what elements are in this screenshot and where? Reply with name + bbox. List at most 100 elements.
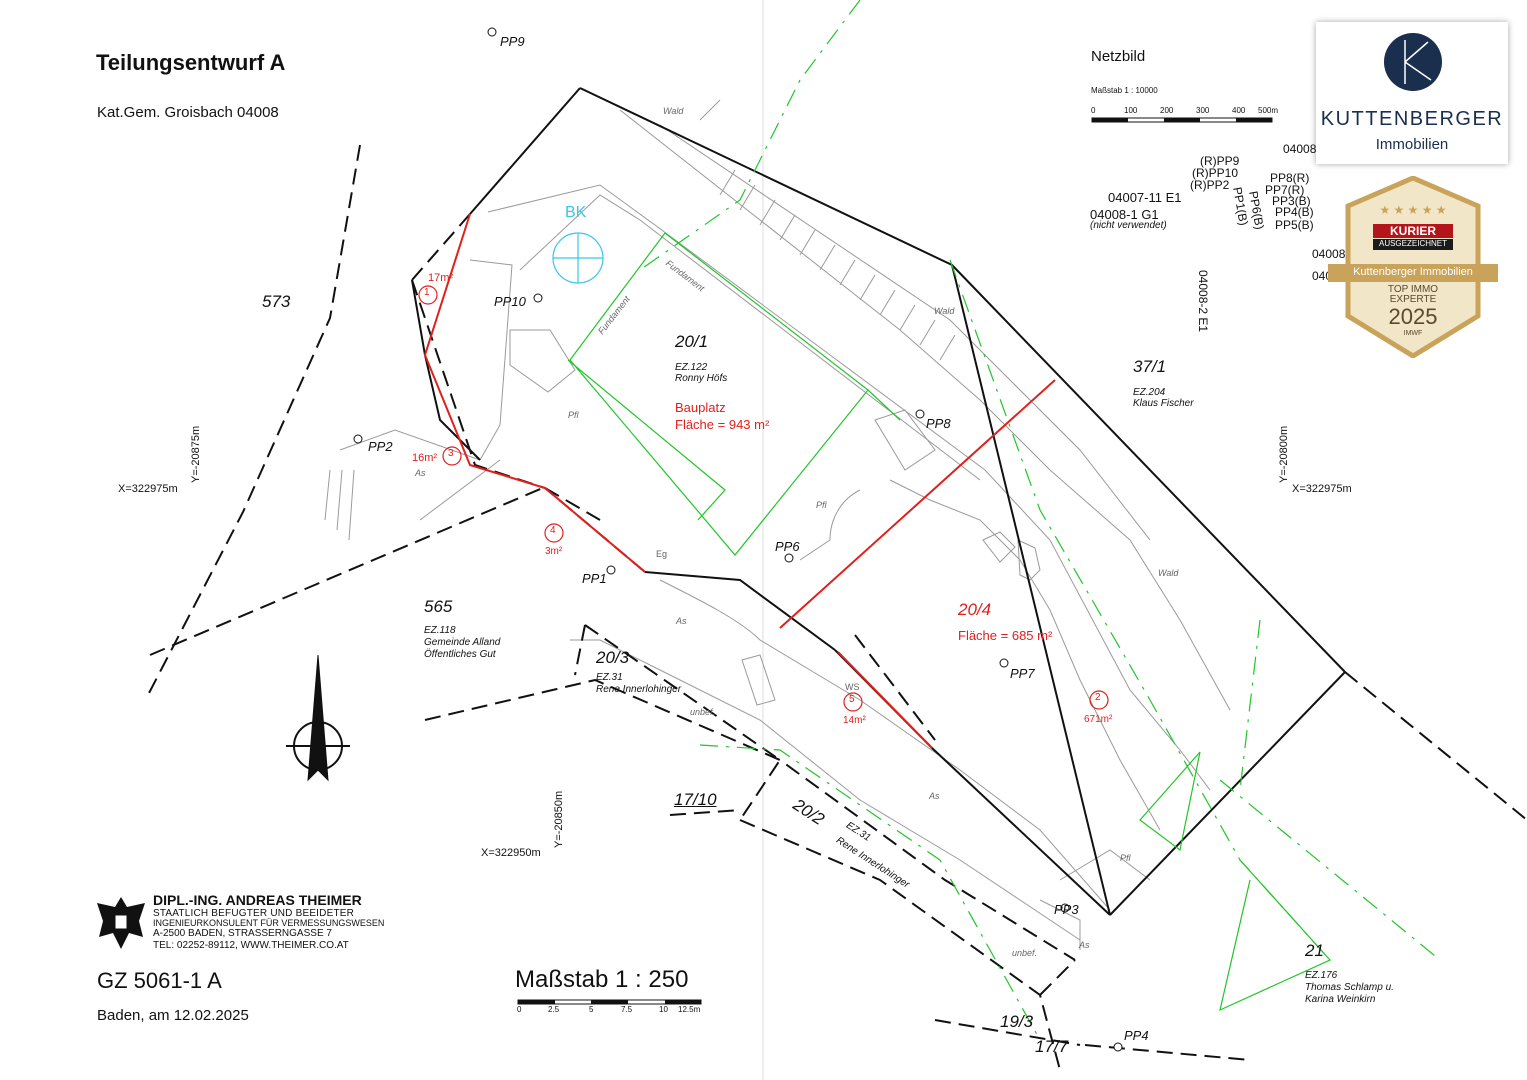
overview-label: (nicht verwendet) <box>1090 220 1167 231</box>
footer-scale-bar <box>517 999 702 1005</box>
as-label: As <box>676 616 687 626</box>
surveyor-name: DIPL.-ING. ANDREAS THEIMER <box>153 892 362 908</box>
plot-ez: EZ.204 <box>1133 387 1166 398</box>
bauplatz-area: Fläche = 943 m² <box>675 417 770 432</box>
north-arrow <box>286 654 350 782</box>
plot-owner: Öffentliches Gut <box>424 649 496 660</box>
brand-emblem-icon <box>1384 33 1442 91</box>
plot-ez: EZ.118 <box>424 625 456 636</box>
plot-owner: Rene Innerlohinger <box>596 684 682 695</box>
plot-number: 20/4 <box>958 600 992 619</box>
parcel-number: 3 <box>448 448 454 459</box>
overview-tick: 100 <box>1124 106 1138 115</box>
overview-label: (R)PP9 <box>1200 154 1240 168</box>
unbef-label: unbef. <box>1012 948 1038 958</box>
svg-text:★ ★ ★ ★ ★: ★ ★ ★ ★ ★ <box>1379 203 1446 217</box>
overview-label: 04008-2 E1 <box>1196 270 1210 333</box>
parcel-area: 17m² <box>428 272 454 284</box>
plan-date: Baden, am 12.02.2025 <box>97 1007 249 1024</box>
coord-y-right: Y=-20800m <box>1278 425 1290 483</box>
brand-name: KUTTENBERGER <box>1320 108 1504 130</box>
surveyor-line: INGENIEURKONSULENT FÜR VERMESSUNGSWESEN <box>153 918 385 928</box>
plot-owner: Ronny Höfs <box>675 373 728 384</box>
coord-x-left: X=322975m <box>118 483 178 495</box>
surveyor-contact: TEL: 02252-89112, WWW.THEIMER.CO.AT <box>153 940 349 951</box>
overview-label: 04008 <box>1312 247 1346 261</box>
overview-label: PP3(B) <box>1272 194 1311 208</box>
plan-title: Teilungsentwurf A <box>96 50 286 75</box>
award-line2: EXPERTE <box>1389 294 1437 305</box>
point-markers <box>353 27 1123 1052</box>
parcel-area: 671m² <box>1084 714 1113 725</box>
overview-label: PP4(B) <box>1275 205 1314 219</box>
plot-number: 573 <box>262 292 291 311</box>
pfl-label: Pfl <box>1120 853 1131 863</box>
plot-number: 20/3 <box>596 648 630 667</box>
pfl-label: Pfl <box>568 410 579 420</box>
coord-y-bottom: Y=-20850m <box>553 790 565 848</box>
dashed-boundaries <box>147 144 1527 1071</box>
plot-number: 37/1 <box>1133 357 1167 376</box>
boundaries <box>411 87 1346 916</box>
bk-label: BK <box>565 204 587 221</box>
overview-scale-bar <box>1091 117 1273 123</box>
award-imwf: IMWF <box>1403 330 1423 337</box>
eg-label: Eg <box>656 549 668 559</box>
as-label: As <box>415 468 426 478</box>
overview-tick: 400 <box>1232 106 1246 115</box>
overview-label: 04008 <box>1283 142 1317 156</box>
overview-tick: 200 <box>1160 106 1174 115</box>
point-label: PP9 <box>500 34 525 49</box>
as-label: As <box>929 791 940 801</box>
coord-x-right: X=322975m <box>1292 483 1352 495</box>
red-division <box>423 213 1056 749</box>
plot-number: 565 <box>424 597 453 616</box>
award-kurier: KURIER <box>1373 224 1453 238</box>
ws-label: WS <box>845 682 860 692</box>
overview-tick: 0 <box>1091 106 1096 115</box>
scale-tick: 10 <box>659 1005 668 1014</box>
award-badge: ★ ★ ★ ★ ★ KURIER AUSGEZEICHNET Kuttenber… <box>1328 176 1498 358</box>
overview-label: 04007-11 E1 <box>1108 190 1182 205</box>
bauplatz-label: Bauplatz <box>675 400 726 415</box>
award-ausgezeichnet: AUSGEZEICHNET <box>1373 239 1453 250</box>
point-label: PP10 <box>494 294 526 309</box>
wald-label: Wald <box>663 106 684 116</box>
plot-owner: Klaus Fischer <box>1133 398 1194 409</box>
parcel-area: 14m² <box>843 715 866 726</box>
unbef-label: unbef. <box>690 707 716 717</box>
overview-label: PP5(B) <box>1275 218 1314 232</box>
plot-number: 20/1 <box>675 332 709 351</box>
plot-ez: EZ.122 <box>675 362 708 373</box>
bk-symbol <box>552 232 604 284</box>
award-banner: Kuttenberger Immobilien <box>1353 266 1473 278</box>
wald-label: Wald <box>1158 568 1179 578</box>
point-label: PP7 <box>1010 666 1035 681</box>
brand-sub: Immobilien <box>1375 136 1449 153</box>
plot-number: 17/10 <box>674 790 717 809</box>
plot-owner: Karina Weinkirn <box>1305 994 1376 1005</box>
overview-label: (R)PP2 <box>1190 178 1230 192</box>
pfl-label: Pfl <box>816 500 827 510</box>
plot-number: 21 <box>1305 941 1324 960</box>
surveyor-line: STAATLICH BEFUGTER UND BEEIDETER <box>153 908 355 919</box>
plot-owner: Thomas Schlamp u. <box>1305 982 1394 993</box>
award-line1: TOP IMMO <box>1387 284 1439 295</box>
parcel-number: 1 <box>424 287 430 298</box>
point-label: PP1 <box>582 571 607 586</box>
cadastral-community: Kat.Gem. Groisbach 04008 <box>97 104 279 121</box>
point-label: PP2 <box>368 439 393 454</box>
scale-tick: 12.5m <box>678 1005 701 1014</box>
parcel-number: 4 <box>550 525 556 536</box>
plot-ez: EZ.176 <box>1305 970 1338 981</box>
overview-label: PP8(R) <box>1270 171 1310 185</box>
point-label: PP4 <box>1124 1028 1149 1043</box>
coord-x-bottom: X=322950m <box>481 847 541 859</box>
parcel-number: 2 <box>1095 692 1101 703</box>
scale-tick: 7.5 <box>621 1005 633 1014</box>
overview-scale: Maßstab 1 : 10000 <box>1091 86 1158 95</box>
coord-y-left: Y=-20875m <box>190 425 202 483</box>
brand-logo: KUTTENBERGER Immobilien <box>1316 22 1508 164</box>
overview-tick: 300 <box>1196 106 1210 115</box>
